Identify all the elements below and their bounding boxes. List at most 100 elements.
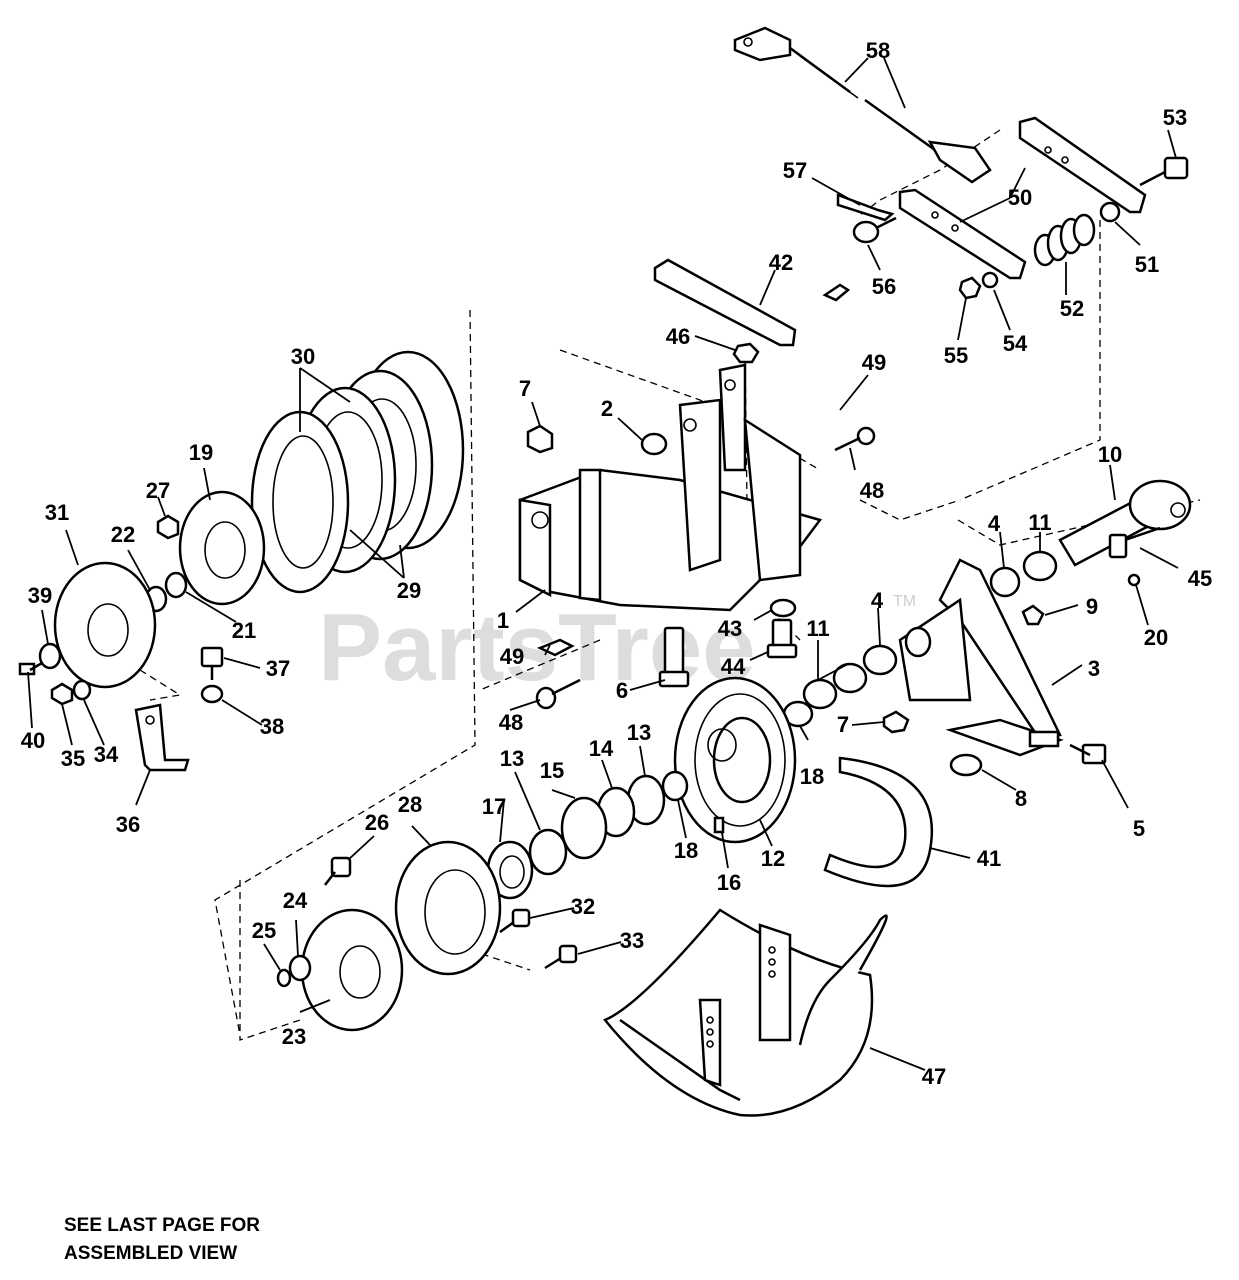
callout-26: 26 — [365, 810, 389, 835]
part-28-housing — [394, 840, 502, 976]
callout-19: 19 — [189, 440, 213, 465]
callout-52: 52 — [1060, 296, 1084, 321]
part-24-gear — [288, 954, 312, 982]
part-39-washer — [38, 642, 62, 670]
callout-48-bottom: 48 — [499, 710, 523, 735]
part-34-washer — [72, 679, 92, 701]
callout-22: 22 — [111, 522, 135, 547]
callout-51: 51 — [1135, 252, 1159, 277]
callout-31: 31 — [45, 500, 69, 525]
part-41-belt — [823, 756, 934, 888]
watermark-tm: TM — [893, 593, 916, 610]
part-48-pin-top — [834, 426, 876, 452]
callout-54: 54 — [1003, 331, 1028, 356]
callout-53: 53 — [1163, 105, 1187, 130]
callout-10: 10 — [1098, 442, 1122, 467]
callout-42: 42 — [769, 250, 793, 275]
part-51-washer — [1099, 201, 1121, 223]
callout-40: 40 — [21, 728, 45, 753]
callout-29: 29 — [397, 578, 421, 603]
callout-23: 23 — [282, 1024, 306, 1049]
part-53-bolt — [1139, 156, 1189, 187]
part-19-pressure-plate — [178, 490, 266, 606]
part-21-bearing — [164, 571, 188, 599]
callout-56: 56 — [872, 274, 896, 299]
callout-44: 44 — [721, 654, 746, 679]
part-43-washer — [769, 598, 797, 618]
callout-28: 28 — [398, 792, 422, 817]
callout-57: 57 — [783, 158, 807, 183]
callout-20: 20 — [1144, 625, 1168, 650]
part-3-idler-bracket — [898, 558, 1064, 757]
part-8-spacer — [949, 753, 983, 777]
part-11-washer-top — [1022, 550, 1058, 582]
callout-4-bottom: 4 — [871, 588, 884, 613]
callout-11-bottom: 11 — [806, 616, 829, 641]
callout-12: 12 — [761, 846, 785, 871]
callout-34: 34 — [94, 742, 119, 767]
part-4-bushing-top — [989, 566, 1021, 598]
callout-35: 35 — [61, 746, 85, 771]
callout-38: 38 — [260, 714, 284, 739]
part-54-washer — [981, 271, 999, 289]
part-56-pin — [852, 216, 897, 244]
callout-13-right: 13 — [627, 720, 651, 745]
part-11-washers-bottom — [802, 662, 868, 710]
callout-16: 16 — [717, 870, 741, 895]
callout-39: 39 — [28, 583, 52, 608]
part-35-nut — [50, 682, 74, 706]
callout-30: 30 — [291, 344, 315, 369]
part-46-nut — [732, 342, 760, 364]
callout-3: 3 — [1088, 656, 1100, 681]
callout-9: 9 — [1086, 594, 1098, 619]
callout-8: 8 — [1015, 786, 1027, 811]
callout-36: 36 — [116, 812, 140, 837]
part-10-idler-arm — [1058, 479, 1192, 567]
callout-5: 5 — [1133, 816, 1145, 841]
callout-21: 21 — [232, 618, 256, 643]
callout-33: 33 — [620, 928, 644, 953]
part-42-strap — [653, 258, 797, 347]
part-32-screw — [499, 908, 531, 934]
note-line-1: SEE LAST PAGE FOR — [64, 1215, 261, 1236]
callout-55: 55 — [944, 343, 968, 368]
callout-48-top: 48 — [860, 478, 884, 503]
callout-1: 1 — [497, 608, 509, 633]
part-49-cotter-bottom — [536, 638, 575, 657]
callout-25: 25 — [252, 918, 276, 943]
part-23-plate — [300, 908, 404, 1032]
part-50-links — [898, 116, 1147, 280]
part-4-bushing-bottom — [862, 644, 898, 676]
callout-49-bottom: 49 — [500, 644, 524, 669]
part-44-bolt — [766, 618, 798, 659]
part-9-fitting — [1021, 604, 1045, 626]
callout-37: 37 — [266, 656, 290, 681]
part-16-key — [713, 816, 725, 834]
part-6-bolt — [658, 626, 690, 688]
part-38-washer — [200, 684, 224, 704]
leader-lines — [27, 57, 1179, 1071]
callout-58: 58 — [866, 38, 890, 63]
assembled-view-note: SEE LAST PAGE FOR ASSEMBLED VIEW — [64, 1212, 260, 1268]
part-48-pin-bottom — [535, 678, 581, 710]
part-7-nut-bottom — [882, 710, 910, 734]
part-45-bolt — [1108, 526, 1161, 559]
part-49-cotter-top — [822, 283, 851, 302]
callout-7-bottom: 7 — [837, 712, 849, 737]
part-5-bolt — [1069, 743, 1107, 765]
callout-15: 15 — [540, 758, 564, 783]
callout-41: 41 — [977, 846, 1001, 871]
callout-labels: 58 53 57 50 56 52 51 42 55 54 46 49 30 7… — [21, 38, 1212, 1089]
callout-4-top: 4 — [988, 511, 1001, 536]
part-47-belt-guard — [602, 908, 888, 1117]
part-25-spacer — [276, 968, 292, 988]
watermark: PartsTree — [318, 594, 756, 701]
callout-32: 32 — [571, 894, 595, 919]
part-7-nut-top — [526, 424, 554, 454]
callout-7-top: 7 — [519, 376, 531, 401]
callout-6: 6 — [616, 678, 628, 703]
part-2-spacer — [640, 432, 668, 456]
part-55-nut — [958, 276, 982, 300]
part-20-fitting — [1127, 573, 1141, 587]
